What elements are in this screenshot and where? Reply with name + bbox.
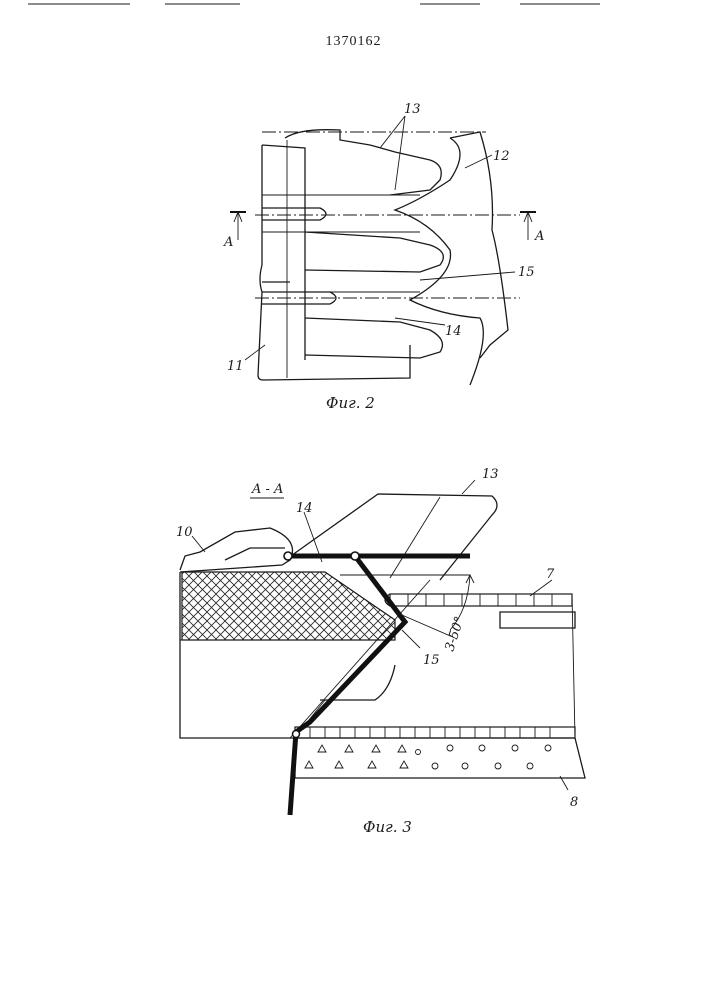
fig3-caption: Фиг. 3 <box>363 818 412 836</box>
fig3-label-8: 8 <box>570 795 578 810</box>
fig3-label-7: 7 <box>546 567 555 582</box>
bed-strip <box>295 727 575 738</box>
yarn-guide-eye <box>284 552 292 560</box>
section-label-left: A <box>223 235 233 250</box>
element-8-pattern <box>305 745 551 769</box>
fig3-label-15: 15 <box>423 653 440 668</box>
sinker-10 <box>180 528 293 572</box>
fig3-label-14: 14 <box>296 501 313 516</box>
comb-tooth-13 <box>288 494 497 580</box>
figure-2: A A 13 12 15 14 11 Фиг. 2 <box>223 102 544 412</box>
comb-body <box>258 145 410 380</box>
fig3-label-10: 10 <box>176 525 193 540</box>
section-mark-right <box>520 212 536 240</box>
comb-plate-7 <box>390 594 572 606</box>
element-8 <box>295 738 585 778</box>
fig3-label-13: 13 <box>482 467 499 482</box>
fig2-label-11: 11 <box>227 359 244 374</box>
fig2-label-15: 15 <box>518 265 535 280</box>
comb-tooth-2 <box>305 232 443 272</box>
angle-annotation: 3-50° <box>443 615 468 654</box>
fabric-edge <box>395 138 483 385</box>
fig2-label-14: 14 <box>445 324 462 339</box>
fig2-label-13: 13 <box>404 102 421 117</box>
hatched-block <box>182 572 395 640</box>
fig2-label-12: 12 <box>493 149 510 164</box>
comb-tooth-3 <box>305 318 442 358</box>
bed-strip-ticks <box>310 727 550 738</box>
section-label-right: A <box>534 229 544 244</box>
fig2-caption: Фиг. 2 <box>326 394 375 412</box>
figure-3: A - A <box>176 467 585 836</box>
section-title: A - A <box>251 482 283 497</box>
comb-tooth-1 <box>285 130 441 195</box>
